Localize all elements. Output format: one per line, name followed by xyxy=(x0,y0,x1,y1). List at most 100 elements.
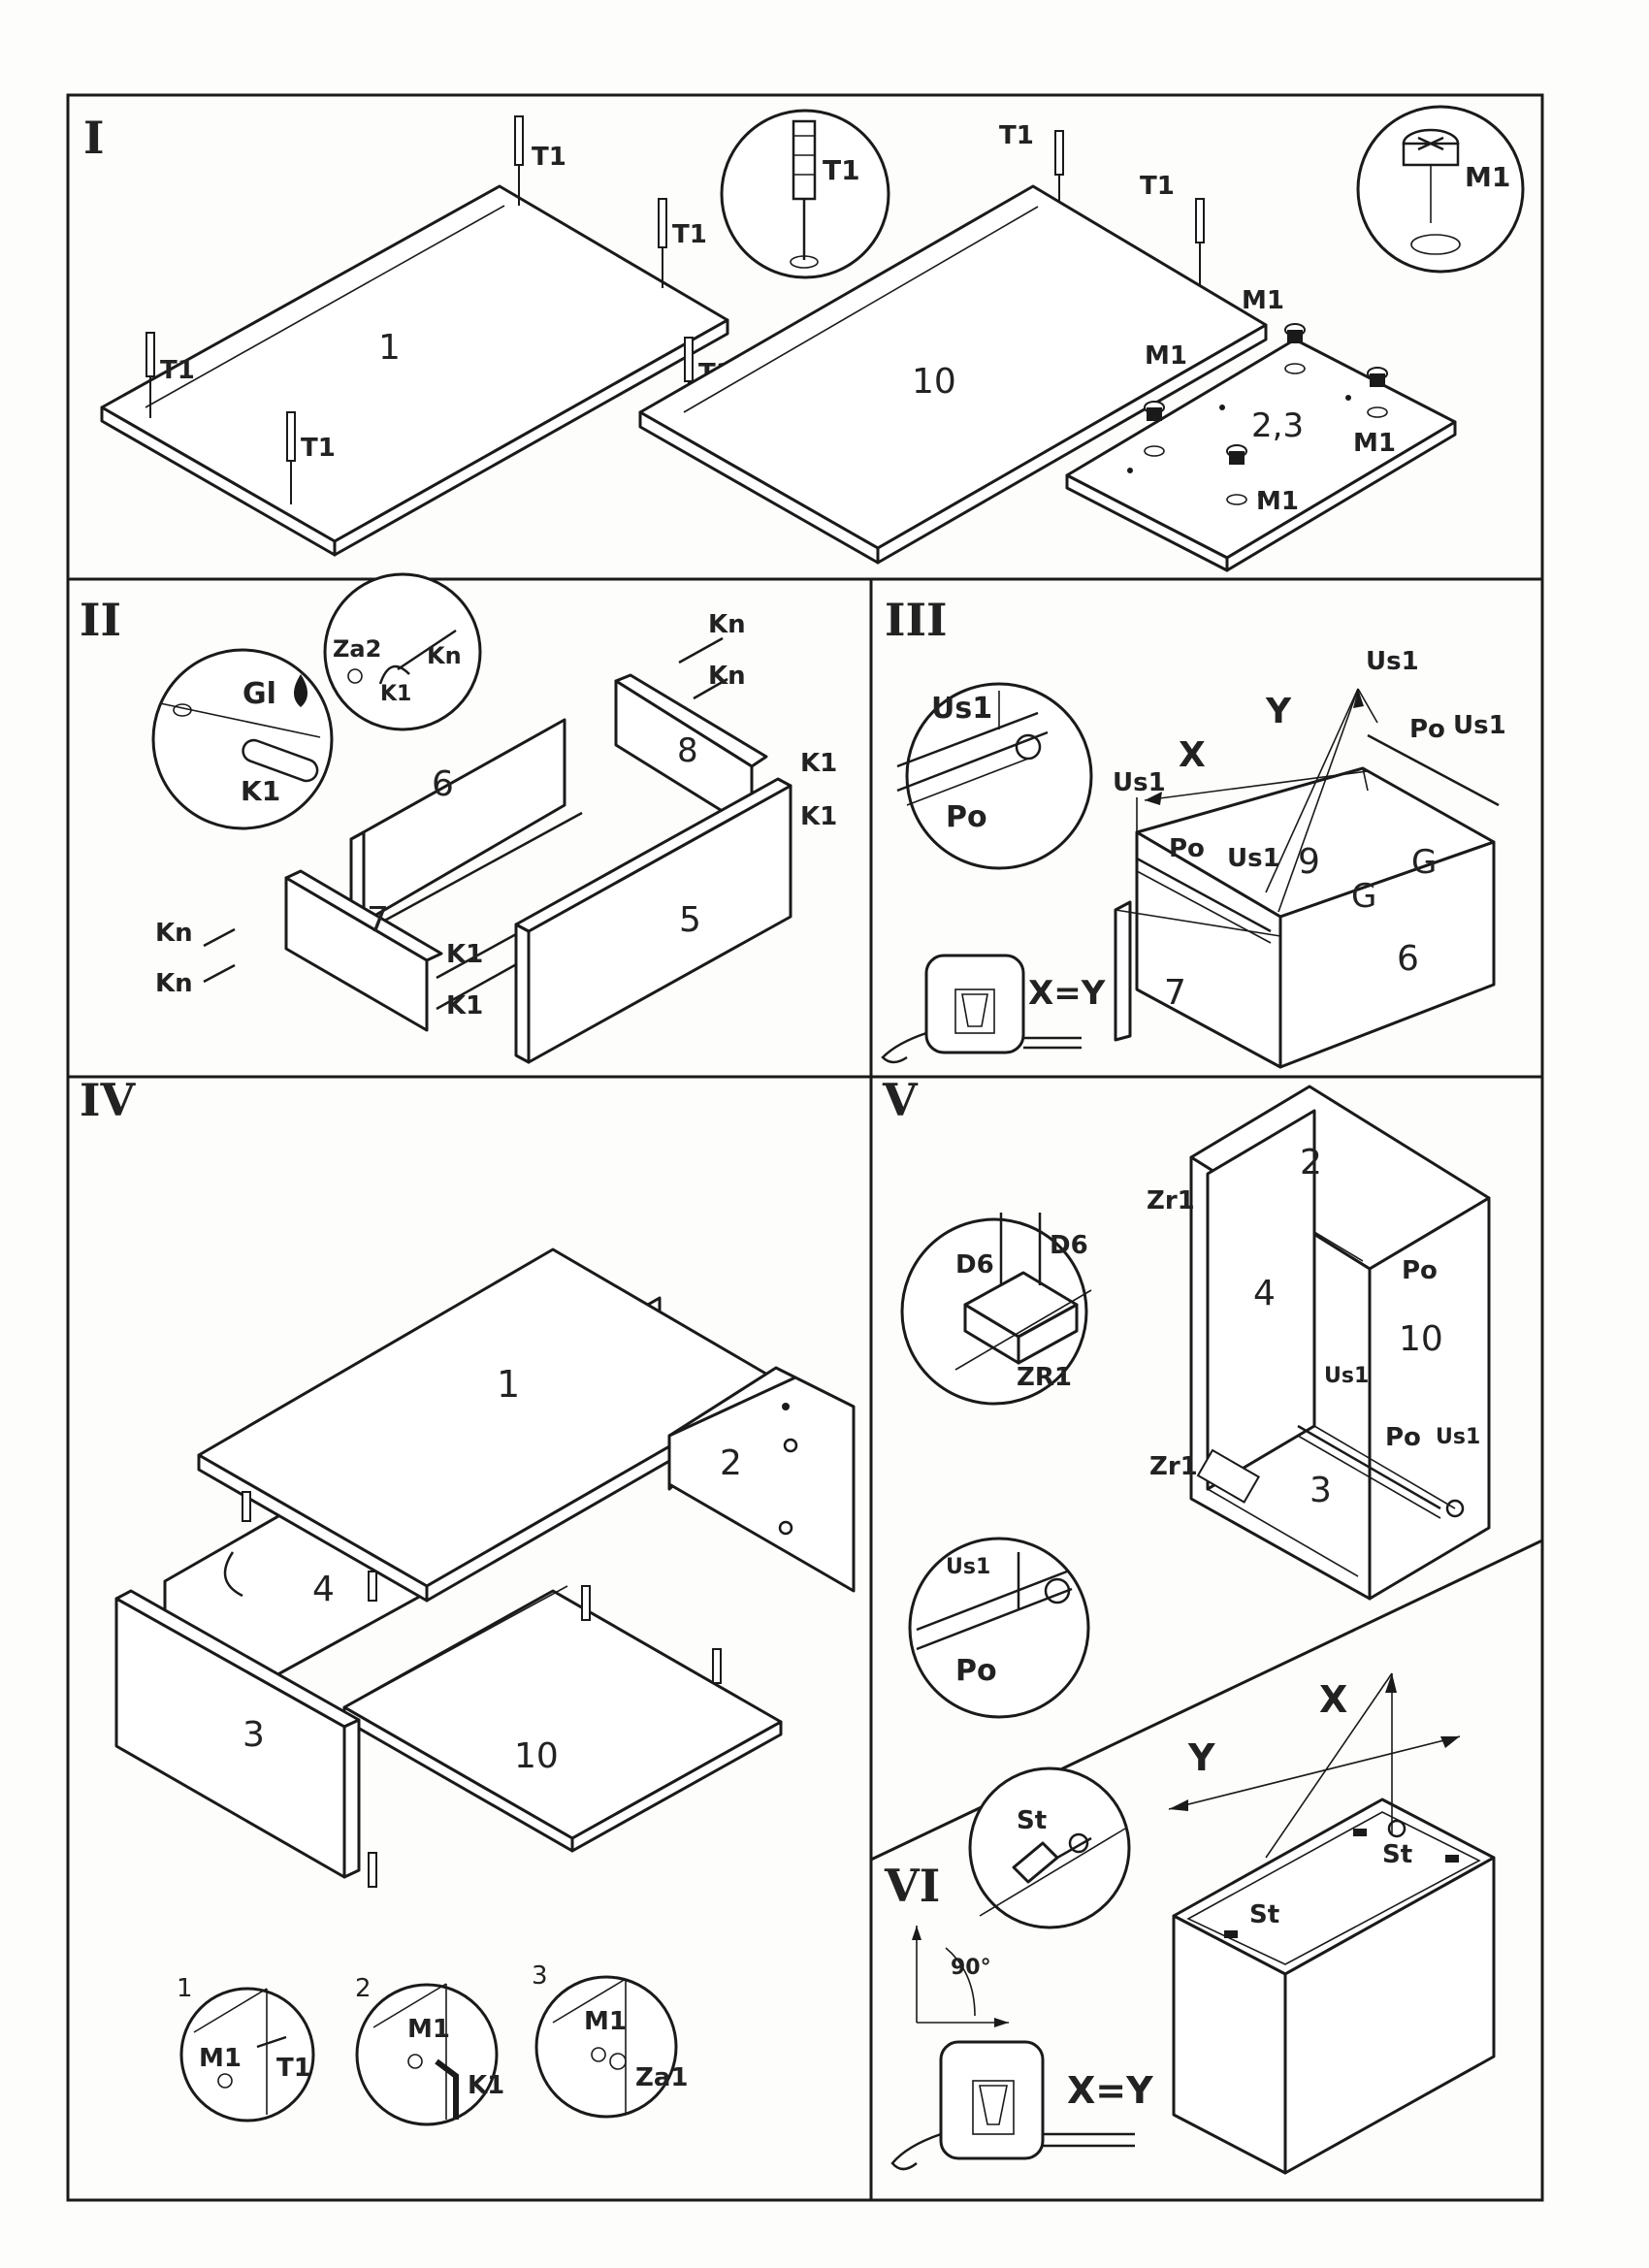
us1-detail-label: Us1 xyxy=(946,1555,990,1579)
k1-label: K1 xyxy=(468,2071,504,2100)
detail-1-step4: 1 M1 T1 xyxy=(177,1974,315,2122)
cabinet-step6: St St xyxy=(1172,1798,1496,2175)
us1-label: Us1 xyxy=(1453,711,1506,740)
slide-detail-circle: Us1 Po xyxy=(896,682,1093,870)
drawer-box-step3: 9 G G 6 7 xyxy=(1114,733,1500,1069)
panel-1-step1: 1 xyxy=(100,184,729,557)
zr1-label: Zr1 xyxy=(1147,1186,1195,1215)
angle-label: 90° xyxy=(951,1956,991,1980)
po-label: Po xyxy=(1169,834,1205,863)
cabinet-step5: 2 4 10 3 xyxy=(1189,1085,1491,1601)
t1-label: T1 xyxy=(532,143,566,172)
step-4: IV 4 1 2 10 xyxy=(80,1074,856,2126)
kn-label: Kn xyxy=(155,969,193,998)
t1-detail-label: T1 xyxy=(823,154,860,186)
panel-7-step2: 7 xyxy=(284,869,443,1032)
right-angle-icon: 90° xyxy=(912,1926,1009,2027)
m1-label: M1 xyxy=(1353,429,1396,458)
k1-label: K1 xyxy=(800,802,837,831)
stop-detail-circle: St xyxy=(968,1766,1131,1929)
panel-label-g: G xyxy=(1351,877,1376,916)
panel-number: 1 xyxy=(497,1363,520,1406)
panel-3-step4: 3 xyxy=(114,1589,361,1879)
m1-label: M1 xyxy=(1242,286,1284,315)
t1-label: T1 xyxy=(1140,172,1175,201)
panel-label-g: G xyxy=(1411,843,1437,882)
x-label: X xyxy=(1319,1678,1347,1721)
panel-number: 3 xyxy=(242,1715,265,1755)
panel-number: 10 xyxy=(1399,1319,1443,1359)
tape-measure-icon: X=Y xyxy=(881,954,1106,1064)
panel-number: 10 xyxy=(912,362,956,402)
detail-3-step4: 3 M1 Za1 xyxy=(532,1961,689,2119)
panel-number: 6 xyxy=(432,764,454,804)
m1-label: M1 xyxy=(1256,487,1299,516)
x-equals-y-label: X=Y xyxy=(1067,2069,1153,2112)
slide-detail-circle-step5: Us1 Po xyxy=(908,1537,1090,1719)
diagonal-arrows-step6: X Y xyxy=(1168,1672,1461,1859)
za2-label: Za2 xyxy=(333,635,381,663)
t1-label: T1 xyxy=(999,121,1034,150)
diagonal-arrows-step3 xyxy=(1144,688,1378,913)
kn-label: Kn xyxy=(708,662,746,691)
us1-detail-label: Us1 xyxy=(931,692,992,726)
panel-number: 7 xyxy=(367,900,389,940)
step-1: I 1 T1 T1 T1 T1 T1 T1 T1 T1 xyxy=(83,105,1525,572)
detail-number: 2 xyxy=(355,1974,372,2003)
panel-number: 1 xyxy=(378,328,401,368)
panel-5-step2: 5 xyxy=(514,777,792,1064)
us1-label: Us1 xyxy=(1366,647,1419,676)
x-label: X xyxy=(1179,735,1206,775)
panel-number: 6 xyxy=(1397,939,1419,979)
panel-2-3-step1: 2,3 xyxy=(1065,338,1457,572)
us1-label: Us1 xyxy=(1227,844,1280,873)
bracket-detail-circle: D6 D6 ZR1 xyxy=(900,1213,1092,1406)
detail-number: 1 xyxy=(177,1974,193,2003)
panel-number: 10 xyxy=(514,1736,559,1776)
k1-label: K1 xyxy=(241,775,280,807)
po-label: Po xyxy=(1409,715,1445,744)
y-label: Y xyxy=(1187,1736,1215,1779)
panel-6-step2: 6 xyxy=(349,718,566,931)
panel-number: 9 xyxy=(1298,842,1320,882)
k1-label: K1 xyxy=(446,940,483,969)
panel-number: 2 xyxy=(720,1443,742,1483)
zr1-label: Zr1 xyxy=(1149,1452,1198,1481)
step-6-title: VI xyxy=(884,1860,940,1912)
po-label: Po xyxy=(1385,1423,1421,1452)
panel-10-step1: 10 xyxy=(638,184,1268,565)
step-3: III Us1 Po 9 G G 6 xyxy=(881,594,1506,1069)
kn-label: Kn xyxy=(708,610,746,639)
step-2-title: II xyxy=(80,594,121,646)
glue-label: Gl xyxy=(242,677,276,711)
tape-measure-icon-step6: X=Y xyxy=(890,2040,1153,2171)
step-1-title: I xyxy=(83,112,105,164)
us1-label: Us1 xyxy=(1436,1425,1480,1449)
step-5: V 2 4 10 3 Zr1 Zr1 Po Po Us1 Us1 xyxy=(882,1074,1491,1719)
x-equals-y-label: X=Y xyxy=(1028,974,1106,1013)
d6-label: D6 xyxy=(1050,1231,1088,1260)
d6-label: D6 xyxy=(955,1250,994,1280)
dowel-detail-circle: T1 xyxy=(720,109,890,279)
za1-label: Za1 xyxy=(635,2063,689,2092)
k1-label: K1 xyxy=(380,682,411,706)
m1-detail-label: M1 xyxy=(1465,161,1510,193)
st-detail-label: St xyxy=(1017,1806,1047,1835)
panel-number: 4 xyxy=(312,1570,335,1609)
po-label: Po xyxy=(1402,1256,1438,1285)
m1-label: M1 xyxy=(1145,341,1187,371)
step-2: II Gl K1 Za2 K1 Kn 6 xyxy=(80,572,837,1064)
us1-label: Us1 xyxy=(1113,768,1166,797)
panel-2-step4: 2 xyxy=(667,1366,856,1593)
kn-label: Kn xyxy=(427,642,462,669)
panel-10-step4: 10 xyxy=(342,1585,783,1853)
panel-number: 3 xyxy=(1310,1471,1332,1510)
t1-label: T1 xyxy=(301,434,336,463)
screw-detail-circle: Za2 K1 Kn xyxy=(323,572,482,731)
panel-number: 2 xyxy=(1300,1143,1322,1183)
m1-label: M1 xyxy=(407,2015,450,2044)
po-detail-label: Po xyxy=(946,800,987,834)
step-5-title: V xyxy=(882,1074,919,1126)
k1-label: K1 xyxy=(800,749,837,778)
